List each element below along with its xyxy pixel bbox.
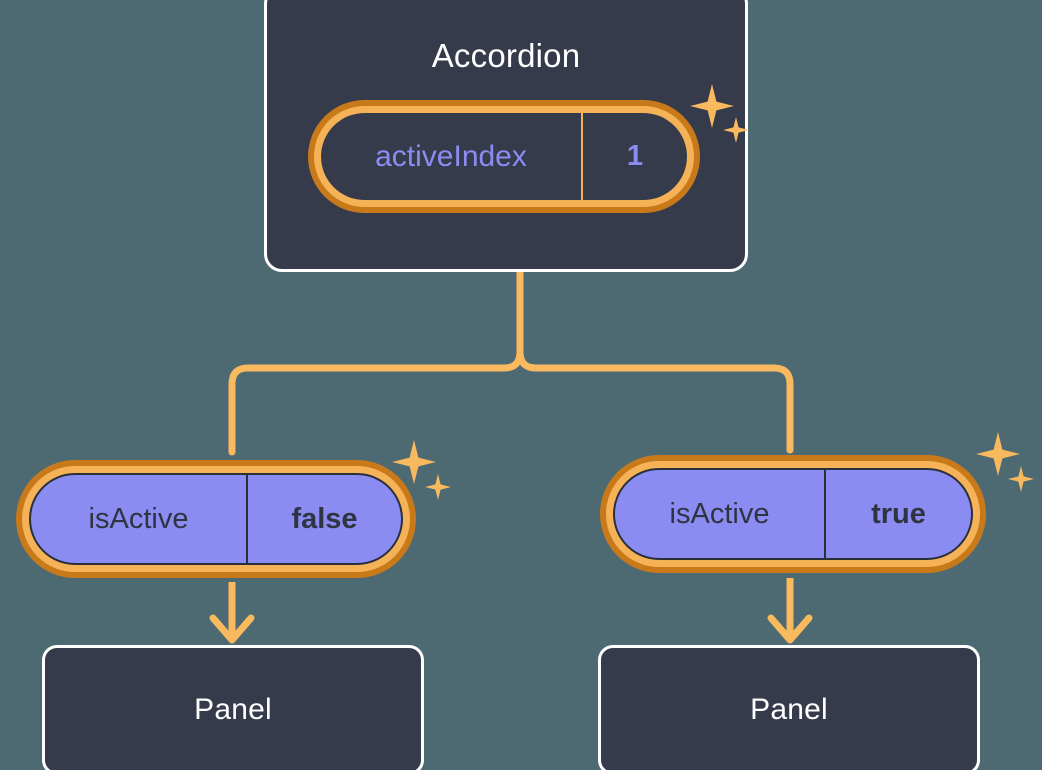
- state-key-label: isActive: [615, 470, 826, 558]
- sparkle-icon-small: [1008, 466, 1034, 492]
- connector-left-branch: [228, 268, 524, 456]
- component-node-panel-right[interactable]: Panel: [598, 645, 980, 770]
- state-value-label: false: [291, 502, 358, 535]
- state-pill-inner-ring: isActive false: [22, 466, 410, 572]
- prop-pill-active-index[interactable]: activeIndex 1: [308, 100, 700, 213]
- sparkle-icon-large: [976, 432, 1020, 476]
- state-key-label: isActive: [31, 475, 248, 563]
- panel-title: Panel: [750, 693, 828, 726]
- arrow-down-icon-left: [209, 614, 255, 644]
- state-pill-is-active-false[interactable]: isActive false: [16, 460, 416, 578]
- state-pill-inner-ring: isActive true: [606, 461, 980, 567]
- sparkle-icon-small: [425, 474, 451, 500]
- state-pill-body: isActive true: [613, 468, 973, 560]
- state-pill-body: isActive false: [29, 473, 403, 565]
- state-pill-is-active-true[interactable]: isActive true: [600, 455, 986, 573]
- panel-title: Panel: [194, 693, 272, 726]
- sparkle-group-right: [976, 432, 1042, 512]
- prop-pill-body: activeIndex 1: [321, 113, 687, 200]
- connector-right-branch: [516, 268, 794, 454]
- component-title: Accordion: [431, 37, 581, 74]
- prop-value-label: 1: [626, 140, 644, 172]
- prop-key-label: activeIndex: [321, 113, 583, 200]
- arrow-down-icon-right: [767, 614, 813, 644]
- state-value-label: true: [871, 497, 926, 530]
- prop-pill-inner-ring: activeIndex 1: [314, 106, 694, 207]
- component-node-panel-left[interactable]: Panel: [42, 645, 424, 770]
